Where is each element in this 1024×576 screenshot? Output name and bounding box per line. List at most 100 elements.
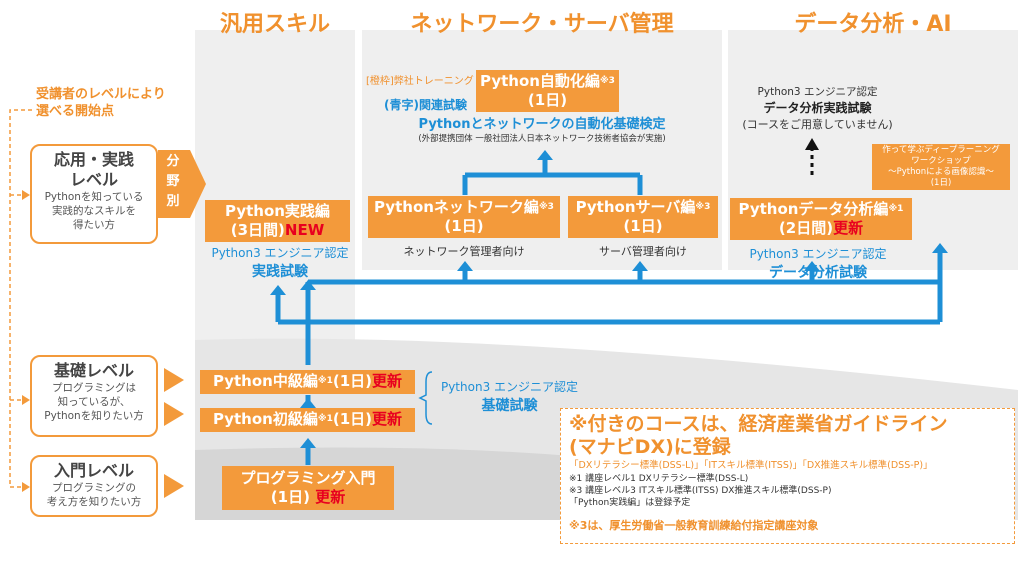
legend-label: [橙枠]弊社トレーニング [366,76,474,87]
course-mark: ※1 [317,414,333,424]
course-beginner[interactable]: Python初級編※1(1日)更新 [200,408,415,432]
course-name: Python初級編 [212,410,318,428]
course-intro[interactable]: プログラミング入門 (1日) 更新 [222,466,394,510]
course-days: (1日) [332,372,373,390]
course-name: Python中級編 [212,372,318,390]
exam-practical: Python3 エンジニア認定 データ分析実践試験 (コースをご用意していません… [730,84,905,132]
level-desc: 知っているが、 [57,396,131,408]
exam-label: Python3 エンジニア認定 [440,380,579,394]
bunya-arrow [158,150,190,218]
exam-label: Python3 エンジニア認定 [211,246,349,260]
note-footer: ※3は、厚生労働省一般教育訓練給付指定講座対象 [569,519,819,532]
column-title: データ分析・AI [794,12,952,37]
course-days: (1日) [527,91,568,109]
course-name: Pythonサーバ編 [575,198,696,216]
exam-name: 基礎試験 [481,398,538,414]
bunya-char: 分 [166,154,180,169]
course-name: プログラミング入門 [240,469,376,487]
basic-arrow [164,368,184,392]
course-name: Python実践編 [225,202,330,220]
workshop-line: ～Pythonによる画像認識～ [888,167,994,177]
level-basic: 基礎レベル プログラミングは 知っているが、 Pythonを知りたい方 [30,355,158,437]
workshop-line: (1日) [930,178,952,188]
course-days: (1日) [623,217,663,235]
level-desc: プログラミングの [52,482,136,494]
level-desc: 考え方を知りたい方 [46,496,142,508]
target-server: サーバ管理者向け [599,245,687,258]
column-title: 汎用スキル [219,12,330,37]
course-jissen[interactable]: Python実践編 (3日間)NEW [205,200,350,242]
level-title: 応用・実践 [53,150,134,169]
bunya-char: 別 [166,194,180,209]
bunya-arrow-head [190,150,206,218]
course-data[interactable]: Pythonデータ分析編※1 (2日間)更新 [730,198,912,240]
course-days: (1日) [444,217,484,235]
note-heading: (マナビDX)に登録 [569,436,731,458]
update-badge: 更新 [315,488,346,506]
note-box: ※付きのコースは、経済産業省ガイドライン (マナビDX)に登録 「DXリテラシー… [560,408,1015,544]
level-desc: Pythonを知りたい方 [44,410,144,422]
level-advanced: 応用・実践 レベル Pythonを知っている 実践的なスキルを 得たい方 [30,144,158,244]
level-intro: 入門レベル プログラミングの 考え方を知りたい方 [30,455,158,517]
start-note-line: 受講者のレベルにより [36,87,166,102]
column-title: ネットワーク・サーバ管理 [410,12,674,37]
intro-arrow [164,474,184,498]
exam-label: Python3 エンジニア認定 [749,247,887,261]
workshop-line: ワークショップ [911,156,971,166]
note-line: ※1 講座レベル1 DXリテラシー標準(DSS-L) [569,474,749,484]
bunya-char: 野 [166,174,180,189]
course-name-line: Pythonサーバ編※3 [568,198,718,217]
course-name-line: Python自動化編※3 [476,72,619,91]
note-line: ※3 講座レベル3 ITスキル標準(ITSS) DX推進スキル標準(DSS-P) [569,486,832,496]
exam-name: Pythonとネットワークの自動化基礎検定 [418,117,666,132]
exam-label: Python3 エンジニア認定 [757,86,878,98]
course-automation[interactable]: Python自動化編※3 (1日) [476,70,619,112]
course-name-line: Pythonネットワーク編※3 [368,198,560,217]
course-days: (1日) [332,410,373,428]
course-middle[interactable]: Python中級編※1(1日)更新 [200,370,415,394]
exam-note: (外部提携団体 一般社団法人日本ネットワーク技術者協会が実施) [418,134,666,144]
course-name-line: Pythonデータ分析編※1 [730,200,912,219]
course-days-line: (1日) 更新 [222,488,394,507]
bunya-label: 分 野 別 [163,152,183,212]
level-title: 入門レベル [53,461,134,480]
level-desc: 実践的なスキルを [52,205,136,217]
exam-name: 実践試験 [252,264,308,280]
course-network[interactable]: Pythonネットワーク編※3 (1日) [368,196,560,238]
course-server[interactable]: Pythonサーバ編※3 (1日) [568,196,718,238]
workshop-line: 作って学ぶディープラーニング [882,145,1000,155]
course-days: (2日間) [778,219,834,237]
start-bracket [9,109,32,492]
exam-data: Python3 エンジニア認定 データ分析試験 [728,245,908,282]
exam-automation: Pythonとネットワークの自動化基礎検定 (外部提携団体 一般社団法人日本ネッ… [362,113,722,144]
update-badge: 更新 [372,410,403,428]
course-workshop[interactable]: 作って学ぶディープラーニング ワークショップ ～Pythonによる画像認識～ (… [872,144,1010,190]
start-note: 受講者のレベルにより 選べる開始点 [36,86,166,120]
course-mark: ※3 [695,202,711,212]
level-title: レベル [69,170,118,189]
note-standards: 「DXリテラシー標準(DSS-L)」「ITスキル標準(ITSS)」「DX推進スキ… [569,460,933,471]
note-heading: ※付きのコースは、経済産業省ガイドライン [569,413,948,435]
note-line: 「Python実践編」は登録予定 [569,498,691,508]
target-network: ネットワーク管理者向け [403,245,525,258]
exam-note: (コースをご用意していません) [742,118,893,131]
course-days-line: (2日間)更新 [730,219,912,238]
course-days-line: (3日間)NEW [205,221,350,240]
course-mark: ※3 [538,202,554,212]
exam-name: データ分析実践試験 [763,101,872,115]
exam-name: データ分析試験 [769,265,867,281]
exam-jissen: Python3 エンジニア認定 実践試験 [200,244,360,281]
new-badge: NEW [284,221,325,239]
level-desc: Pythonを知っている [44,191,144,203]
legend-orange: [橙枠]弊社トレーニング [366,72,474,87]
start-note-line: 選べる開始点 [36,104,115,119]
course-days: (3日間) [230,221,285,239]
legend-blue: (青字)関連試験 [384,98,467,112]
level-title: 基礎レベル [53,361,134,380]
update-badge: 更新 [833,219,864,237]
course-name: Pythonネットワーク編 [374,198,539,216]
update-badge: 更新 [372,372,403,390]
exam-basic: Python3 エンジニア認定 基礎試験 [432,378,587,415]
course-name: Python自動化編 [480,72,600,90]
